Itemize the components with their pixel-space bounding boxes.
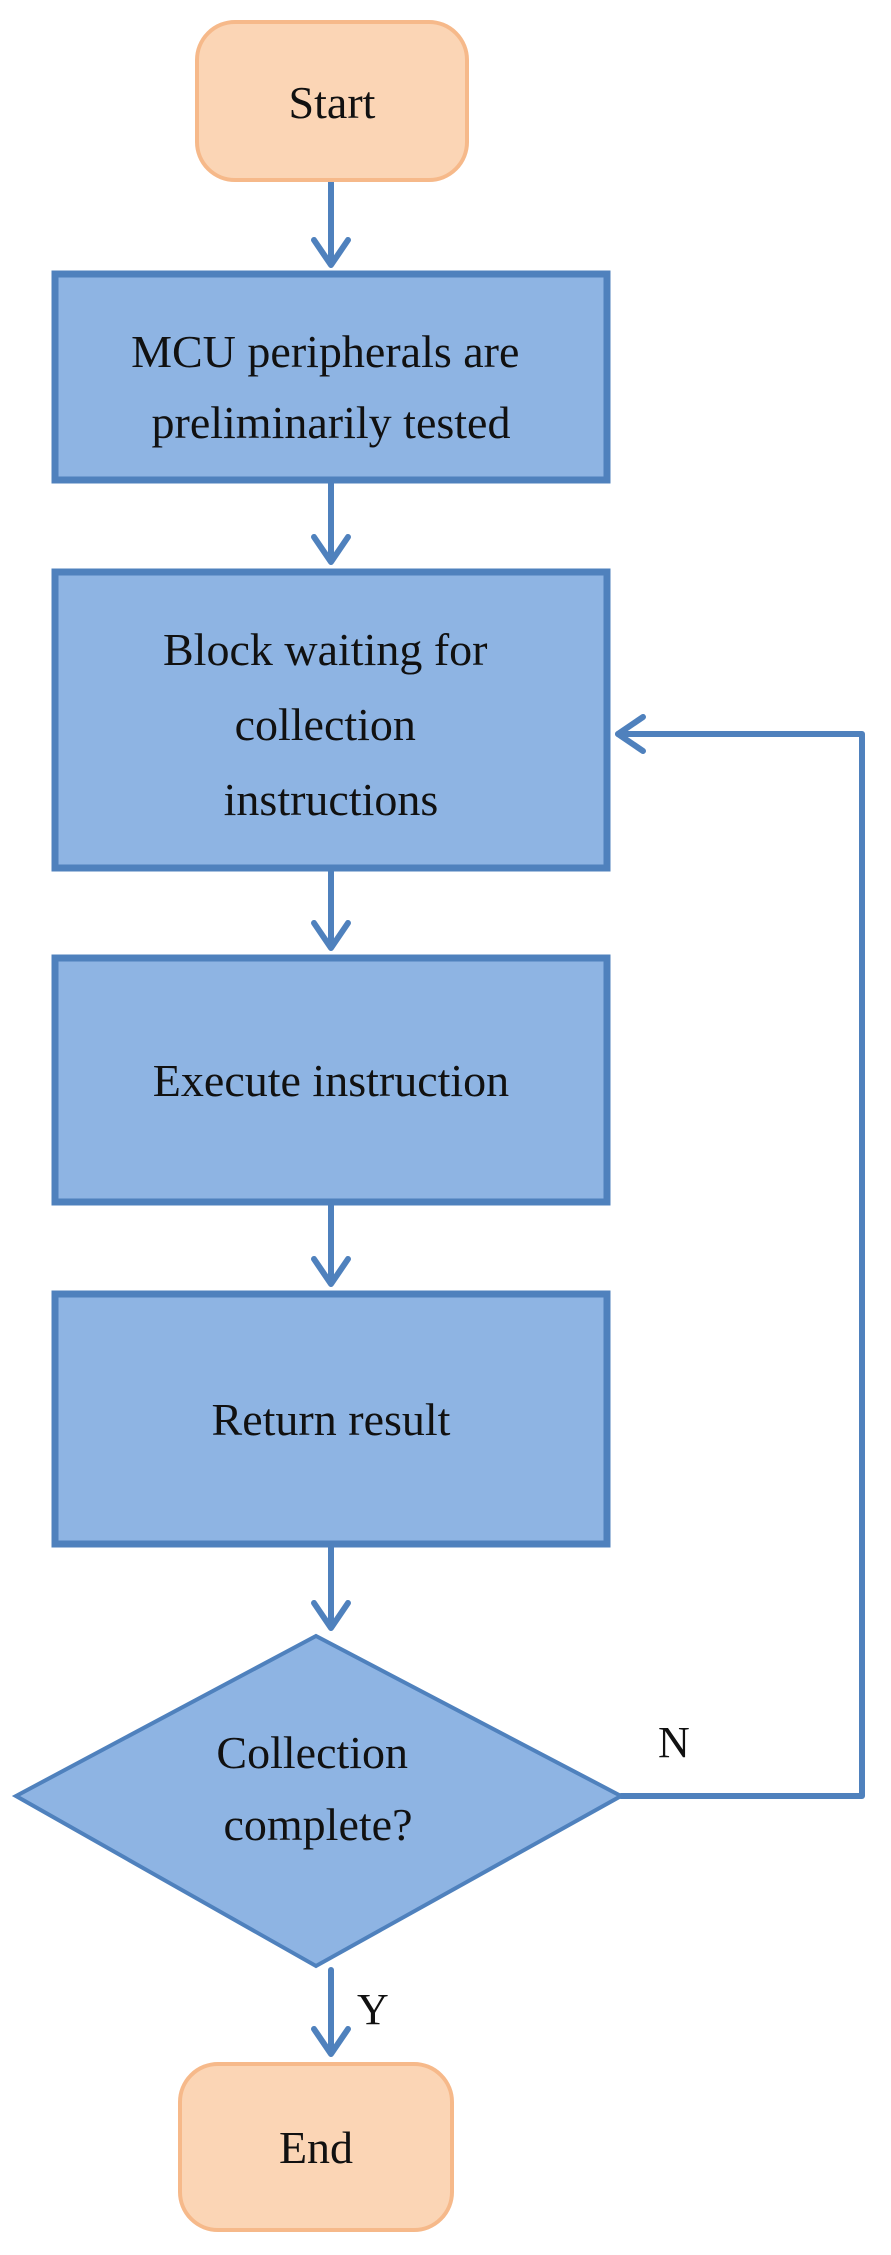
no-branch-label: N: [658, 1718, 690, 1767]
edge-return-to-decision-head: [311, 1600, 351, 1631]
start-label: Start: [289, 77, 376, 128]
preliminary-test-label: MCU peripherals are preliminarily tested: [131, 326, 531, 448]
edge-start-to-test-head: [311, 237, 351, 268]
edge-wait-to-execute-head: [311, 920, 351, 951]
edge-execute-to-return-head: [311, 1256, 351, 1287]
block-wait-label: Block waiting for collection instruction…: [163, 624, 499, 825]
edge-no-loop: [615, 731, 865, 1799]
execute-node: Execute instruction: [51, 954, 611, 1206]
edge-test-to-wait-head: [311, 534, 351, 565]
connectors: [311, 177, 865, 2057]
decision-label: Collection complete?: [216, 1727, 419, 1850]
end-node: End: [178, 2062, 454, 2232]
edge-no-loop-head: [615, 714, 646, 754]
return-result-node: Return result: [51, 1290, 611, 1548]
return-result-label: Return result: [212, 1394, 451, 1445]
start-node: Start: [195, 20, 469, 182]
execute-label: Execute instruction: [153, 1055, 509, 1106]
decision-node: Collection complete?: [11, 1633, 626, 1969]
yes-branch-label: Y: [357, 1985, 389, 2034]
preliminary-test-node: MCU peripherals are preliminarily tested: [51, 270, 611, 484]
edge-decision-to-end-head: [311, 2026, 351, 2057]
end-label: End: [279, 2122, 353, 2173]
block-wait-node: Block waiting for collection instruction…: [51, 568, 611, 872]
